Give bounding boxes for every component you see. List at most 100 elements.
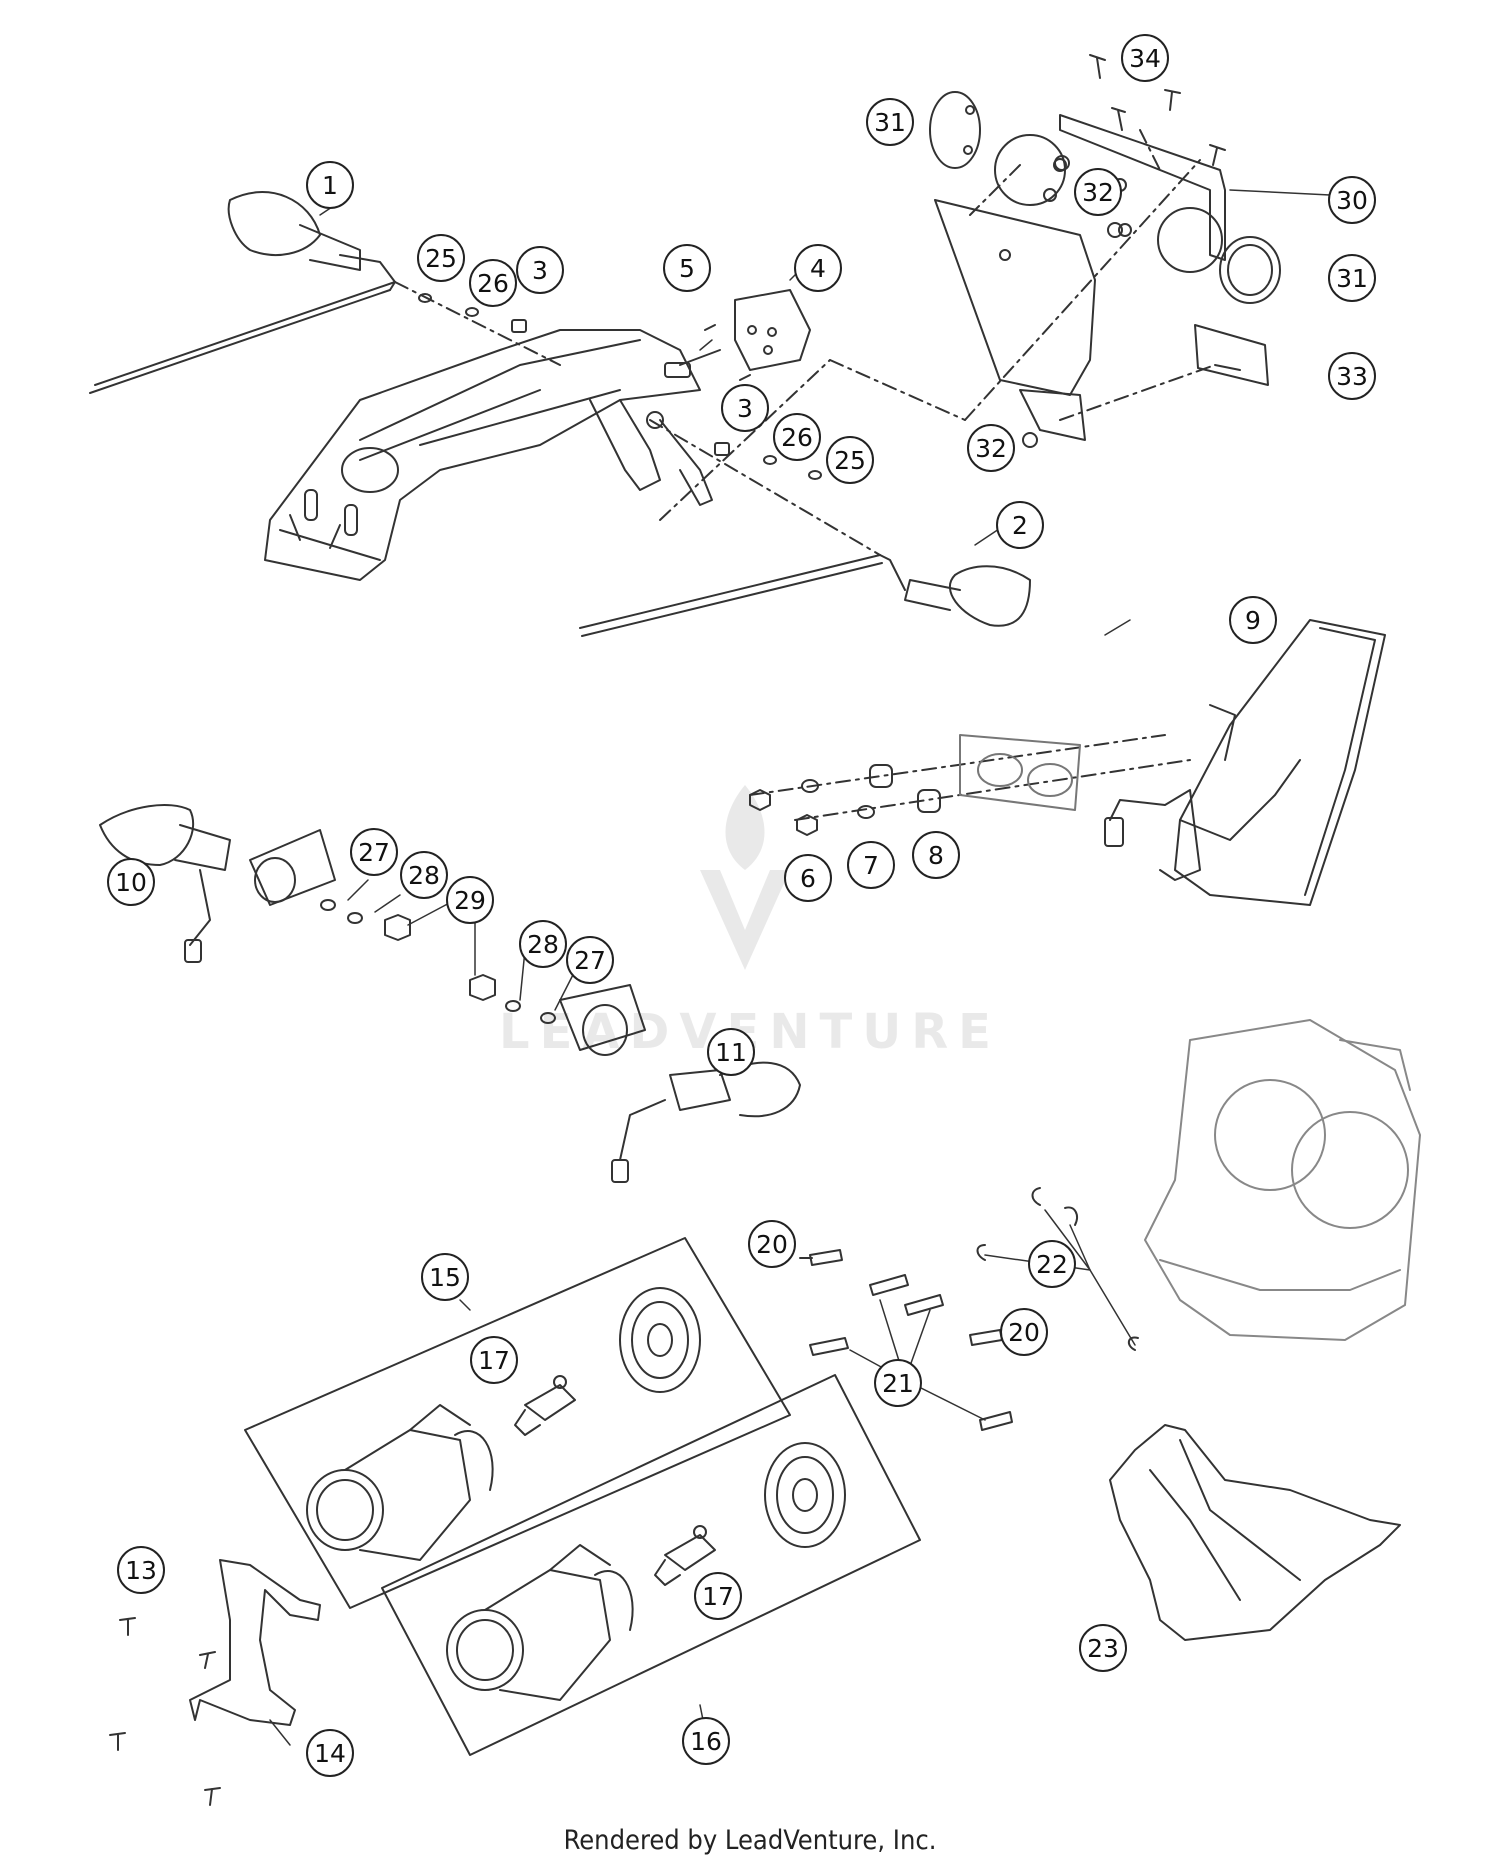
callout-label: 22 [1036,1250,1068,1279]
tail-light-9 [1104,619,1386,906]
license-light-4 [664,289,811,381]
callout-circle [826,436,874,484]
callout-circle [1079,1624,1127,1672]
callout-circle [1328,176,1376,224]
callout-circle [912,831,960,879]
callout-label: 7 [863,851,879,880]
callout-label: 4 [810,254,826,283]
hardware-25-26-3 [418,293,822,480]
callout-label: 31 [874,108,906,137]
callout-label: 27 [574,946,606,975]
callout-c3a: 3 [516,246,564,294]
callout-circle [400,851,448,899]
callout-circle [1000,1308,1048,1356]
callout-c4: 4 [794,244,842,292]
callout-c28b: 28 [519,920,567,968]
callout-c1: 1 [306,161,354,209]
callout-circle [1328,254,1376,302]
callout-c29: 29 [446,876,494,924]
bracket-9-sub [959,734,1081,811]
callout-circle [516,246,564,294]
callout-label: 3 [532,256,548,285]
callout-label: 32 [1082,178,1114,207]
callout-c17a: 17 [470,1336,518,1384]
callout-c27b: 27 [566,936,614,984]
callout-c13: 13 [117,1546,165,1594]
callout-circle [350,828,398,876]
cover-16 [764,1442,846,1548]
callout-label: 25 [834,446,866,475]
callout-label: 11 [715,1038,747,1067]
nuts-32 [1022,155,1123,448]
callout-c17b: 17 [694,1572,742,1620]
callout-label: 20 [756,1230,788,1259]
callout-circle [682,1717,730,1765]
callout-c16: 16 [682,1717,730,1765]
callout-circle [967,424,1015,472]
turn-signal-10 [99,804,336,963]
callout-label: 17 [478,1346,510,1375]
callout-c7: 7 [847,841,895,889]
screws-13 [109,1617,221,1806]
callout-label: 8 [928,841,944,870]
callout-c20b: 20 [1000,1308,1048,1356]
headlight-cover-23 [1109,1424,1401,1641]
callout-c23: 23 [1079,1624,1127,1672]
callout-label: 26 [781,423,813,452]
callout-circle [469,259,517,307]
reflector-31 [929,91,1281,304]
callout-label: 29 [454,886,486,915]
callout-c6: 6 [784,854,832,902]
license-bracket-30 [934,114,1226,441]
callout-c22: 22 [1028,1240,1076,1288]
callout-circle [117,1546,165,1594]
rear-fender [264,329,713,581]
cover-15 [619,1287,701,1393]
reflector-33 [1194,324,1269,386]
callout-label: 27 [358,838,390,867]
screws-34 [1089,54,1226,166]
callout-label: 15 [429,1263,461,1292]
bracket-14 [189,1559,321,1726]
footer-credit: Rendered by LeadVenture, Inc. [563,1825,937,1856]
callout-c26a: 26 [469,259,517,307]
callout-circle [306,161,354,209]
callout-label: 33 [1336,362,1368,391]
callout-circle [470,1336,518,1384]
callout-label: 25 [425,244,457,273]
callout-circle [1121,34,1169,82]
callout-circle [866,98,914,146]
hardware-27-28-29 [320,899,556,1024]
callout-label: 3 [737,394,753,423]
callout-label: 14 [314,1739,346,1768]
turn-signal-2 [579,554,1031,637]
callout-c27a: 27 [350,828,398,876]
turn-signal-11 [559,984,801,1183]
headlight-box-15 [244,1237,791,1609]
callout-circle [694,1572,742,1620]
callout-label: 21 [882,1369,914,1398]
callout-label: 26 [477,269,509,298]
callout-label: 28 [527,930,559,959]
callout-label: 20 [1008,1318,1040,1347]
headlight-mask-frame [1144,1019,1421,1341]
pins-20-21 [799,1249,1013,1431]
callout-circle [1229,596,1277,644]
callout-c26b: 26 [773,413,821,461]
callout-label: 16 [690,1727,722,1756]
callout-circle [107,858,155,906]
bulb-17b [654,1525,716,1586]
grommets-6-7-8 [749,764,941,836]
callout-label: 17 [702,1582,734,1611]
callout-circle [996,501,1044,549]
callout-c8: 8 [912,831,960,879]
callout-circle [519,920,567,968]
callout-c32a: 32 [1074,168,1122,216]
callout-c5: 5 [663,244,711,292]
callout-label: 31 [1336,264,1368,293]
callout-c3b: 3 [721,384,769,432]
callout-c34: 34 [1121,34,1169,82]
callout-c25a: 25 [417,234,465,282]
callout-c31a: 31 [866,98,914,146]
